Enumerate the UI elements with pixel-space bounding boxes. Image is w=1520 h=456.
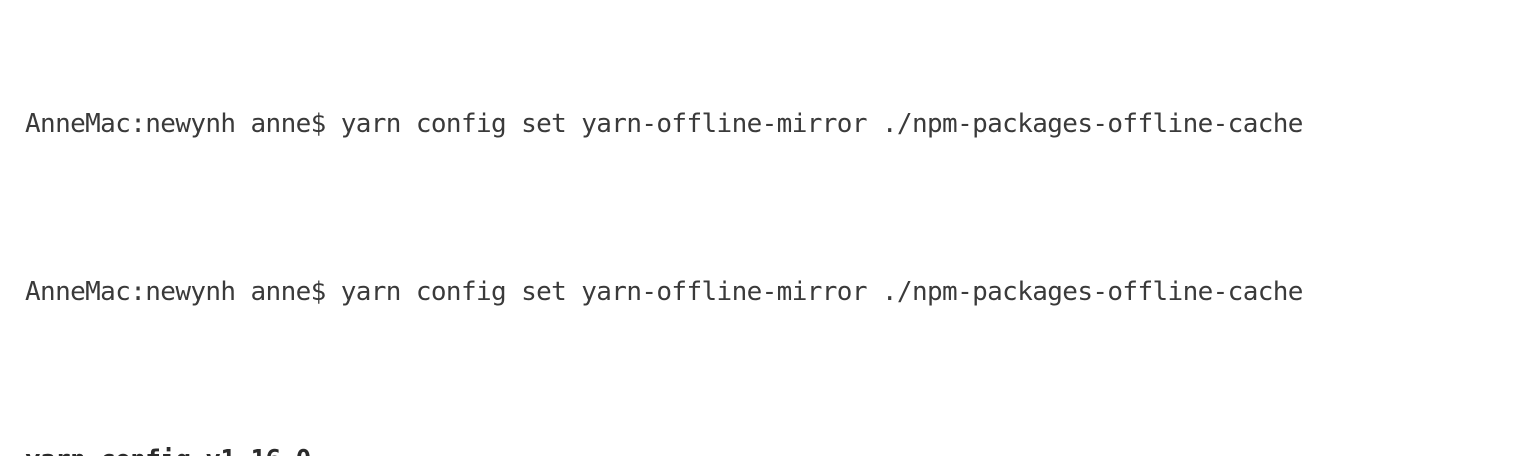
shell-prompt: AnneMac:newynh anne$ (25, 277, 341, 308)
shell-prompt: AnneMac:newynh anne$ (25, 109, 341, 140)
terminal-line: yarn config v1.16.0 (25, 444, 1303, 456)
terminal-line: AnneMac:newynh anne$ yarn config set yar… (25, 276, 1303, 310)
shell-command: yarn config set yarn-offline-mirror ./np… (340, 277, 1304, 308)
shell-command: yarn config set yarn-offline-mirror ./np… (340, 109, 1304, 140)
yarn-version-banner: yarn config v1.16.0 (25, 445, 311, 456)
terminal-line: AnneMac:newynh anne$ yarn config set yar… (25, 108, 1303, 142)
terminal-scrollback-buffer[interactable]: AnneMac:newynh anne$ yarn config set yar… (25, 0, 1303, 456)
